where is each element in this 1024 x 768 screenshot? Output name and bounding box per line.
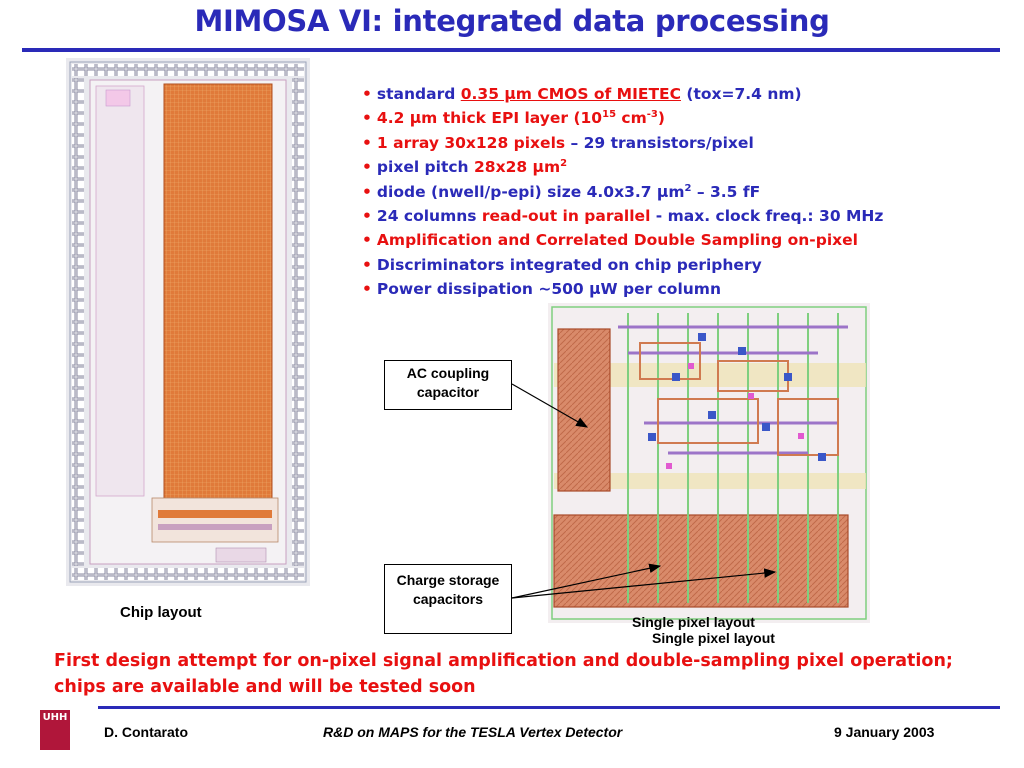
bullet-text: – 29 transistors/pixel xyxy=(565,133,754,152)
ac-coupling-callout: AC coupling capacitor xyxy=(384,360,512,410)
bullet-marker: • xyxy=(362,207,372,226)
bullet-text: 2 xyxy=(684,182,692,194)
spec-bullet-list: •standard 0.35 μm CMOS of MIETEC (tox=7.… xyxy=(362,82,883,302)
slide-title: MIMOSA VI: integrated data processing xyxy=(194,4,830,38)
logo-lettering: UHH xyxy=(42,712,68,723)
bullet-text: Power dissipation ~500 μW per column xyxy=(376,280,721,299)
spec-bullet: •Power dissipation ~500 μW per column xyxy=(362,277,883,301)
spec-bullet: •diode (nwell/p-epi) size 4.0x3.7 μm2 – … xyxy=(362,180,883,204)
single-pixel-layout-image xyxy=(548,303,870,623)
bullet-marker: • xyxy=(362,85,372,103)
bullet-text: 2 xyxy=(560,158,568,170)
spec-bullet: •standard 0.35 μm CMOS of MIETEC (tox=7.… xyxy=(362,82,883,106)
bullet-text: diode (nwell/p-epi) size 4.0x3.7 μm xyxy=(376,182,685,201)
bullet-marker: • xyxy=(362,182,372,201)
charge-storage-callout: Charge storage capacitors xyxy=(384,564,512,634)
pixel-layout-caption: Single pixel layout xyxy=(632,614,755,630)
footer-author: D. Contarato xyxy=(104,724,188,740)
bullet-text: 0.35 μm CMOS of MIETEC xyxy=(460,85,681,103)
bullet-text: – 3.5 fF xyxy=(691,182,761,201)
bullet-text: read-out in parallel xyxy=(481,207,651,226)
bullet-text: 15 xyxy=(602,109,617,121)
title-underline xyxy=(22,48,1000,52)
spec-bullet: •1 array 30x128 pixels – 29 transistors/… xyxy=(362,131,883,155)
bullet-text: Discriminators integrated on chip periph… xyxy=(376,255,762,274)
bullet-marker: • xyxy=(362,133,372,152)
conclusion-text: First design attempt for on-pixel signal… xyxy=(54,651,953,697)
bullet-marker: • xyxy=(362,280,372,299)
pixel-layout-caption-duplicate: Single pixel layout xyxy=(652,630,775,646)
chip-layout-caption: Chip layout xyxy=(120,604,202,621)
footer-date: 9 January 2003 xyxy=(834,724,935,740)
bullet-marker: • xyxy=(362,231,372,250)
spec-bullet: •Amplification and Correlated Double Sam… xyxy=(362,228,883,252)
spec-bullet: •pixel pitch 28x28 μm2 xyxy=(362,155,883,179)
bullet-text: 4.2 μm thick EPI layer (10 xyxy=(376,109,603,128)
bullet-marker: • xyxy=(362,255,372,274)
bullet-marker: • xyxy=(362,109,372,128)
footer-talk-title: R&D on MAPS for the TESLA Vertex Detecto… xyxy=(323,724,623,740)
bullet-text: pixel pitch xyxy=(376,158,474,177)
bullet-text: 24 columns xyxy=(376,207,482,226)
bullet-text: 28x28 μm xyxy=(474,158,561,177)
bullet-text: Amplification and Correlated Double Samp… xyxy=(376,231,858,250)
bullet-text: - max. clock freq.: 30 MHz xyxy=(650,207,884,226)
bullet-text: cm xyxy=(616,109,647,128)
university-logo: UHH xyxy=(40,710,70,750)
chip-layout-image xyxy=(66,58,310,586)
spec-bullet: •24 columns read-out in parallel - max. … xyxy=(362,204,883,228)
bullet-text: -3 xyxy=(646,109,658,121)
bullet-marker: • xyxy=(362,158,372,177)
bullet-text: standard xyxy=(376,85,461,103)
bullet-text: 1 array 30x128 pixels xyxy=(376,133,566,152)
bullet-text: (tox=7.4 nm) xyxy=(680,85,802,103)
bullet-text: ) xyxy=(657,109,665,128)
footer-rule xyxy=(98,706,1000,709)
spec-bullet: •Discriminators integrated on chip perip… xyxy=(362,253,883,277)
spec-bullet: •4.2 μm thick EPI layer (1015 cm-3) xyxy=(362,106,883,130)
